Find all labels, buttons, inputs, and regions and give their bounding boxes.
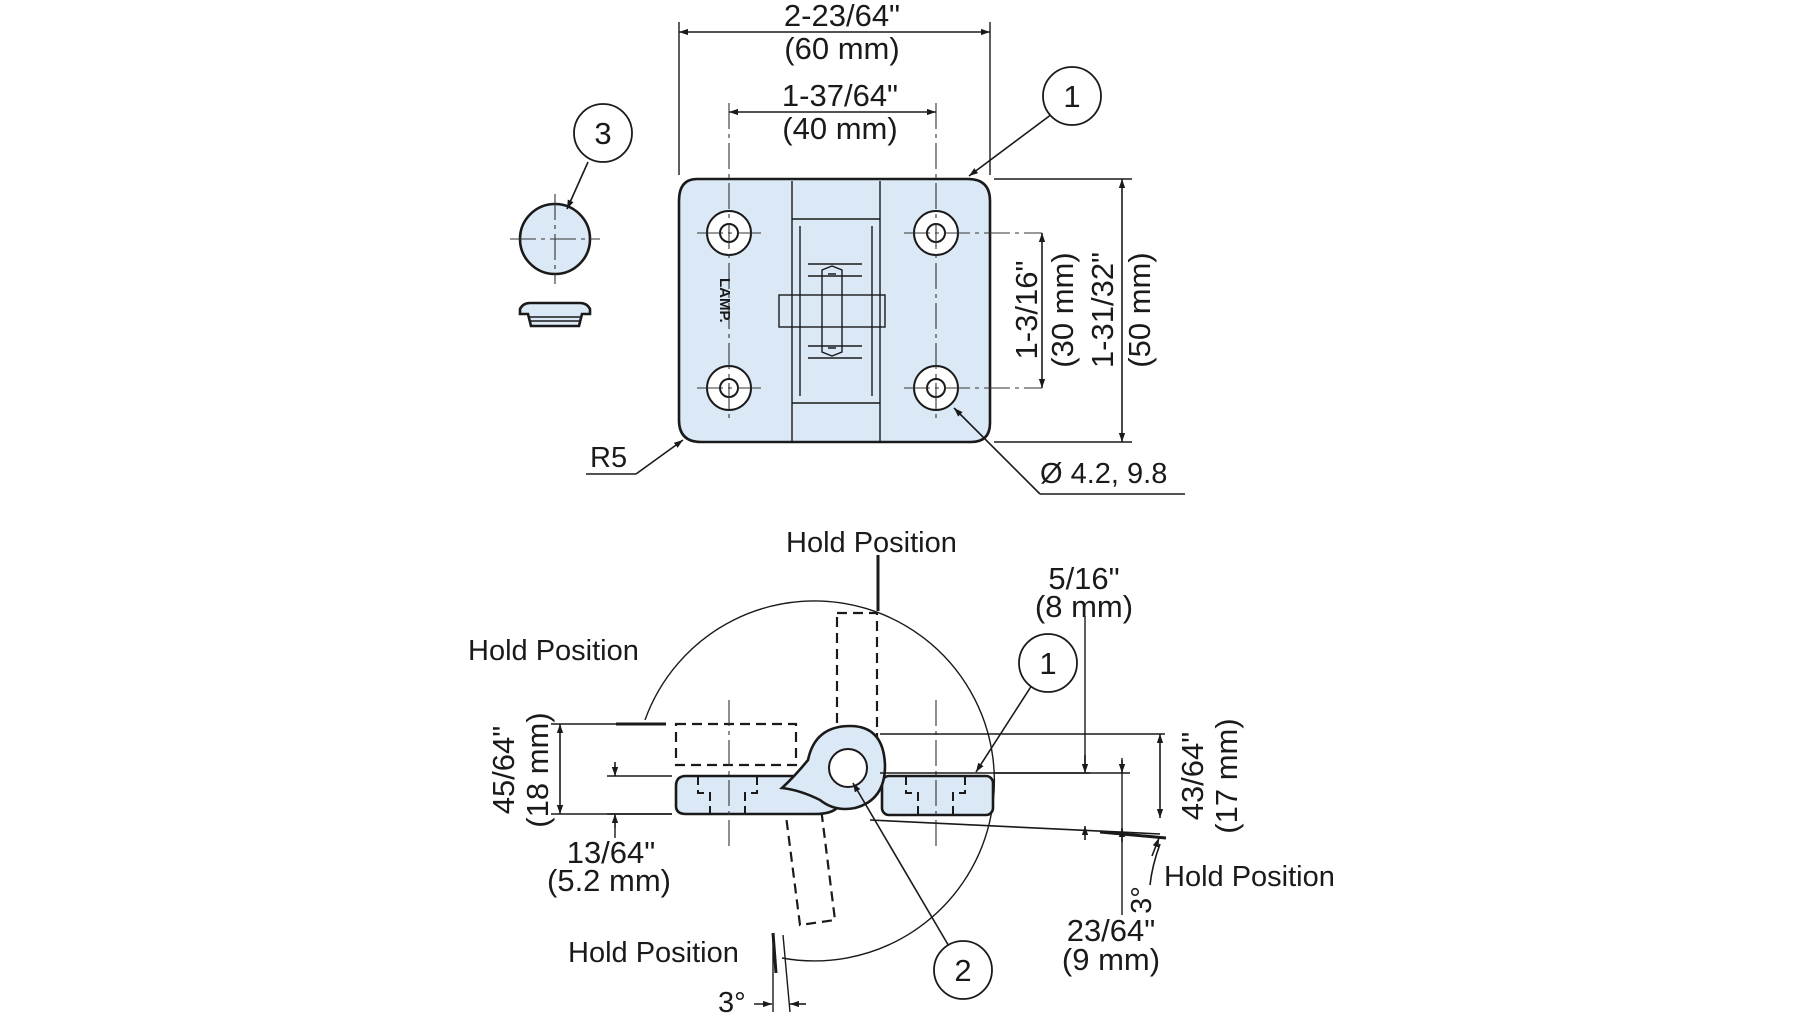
leaf-ghost-down — [783, 798, 837, 927]
hold-bottom-marker — [771, 932, 778, 974]
dim-43-64-mm: (17 mm) — [1209, 718, 1244, 833]
cap-part — [510, 194, 600, 328]
callout-2-number: 2 — [954, 953, 971, 988]
angle-bottom-label: 3° — [718, 987, 746, 1018]
extension-line — [994, 178, 1132, 443]
extension-line — [607, 775, 672, 815]
hold-left-label: Hold Position — [468, 635, 639, 667]
knuckle-inner — [799, 226, 873, 396]
hold-right-marker — [1099, 830, 1167, 840]
callout-1-number: 1 — [1063, 79, 1080, 114]
spring-detail — [808, 263, 862, 359]
spring-housing — [778, 294, 886, 328]
dim-height-mm: (50 mm) — [1122, 252, 1157, 367]
dim-hole-pitch-h-mm: (40 mm) — [782, 111, 897, 146]
leaf-ghost-up — [835, 611, 879, 742]
dim-width-mm: (60 mm) — [784, 31, 899, 66]
hole-centerline — [728, 103, 937, 422]
leaf-right-tilt — [869, 819, 1161, 835]
rotation-arc — [644, 600, 995, 962]
callout-1-bubble — [1042, 66, 1102, 126]
hinge-pin-hole — [828, 748, 868, 788]
dim-width-in: 2-23/64" — [784, 0, 900, 33]
leaf-right — [880, 774, 995, 817]
countersink-right — [905, 776, 966, 814]
angle-right-arc — [1149, 843, 1161, 886]
hold-top-label: Hold Position — [786, 527, 957, 559]
dim-45-64-mm: (18 mm) — [520, 712, 555, 827]
callout-3-bubble — [573, 103, 633, 163]
callout-1-leader — [968, 113, 1053, 177]
pin-detail — [828, 273, 836, 349]
dim-23-64-in: 23/64" — [1067, 913, 1156, 948]
countersink-left — [697, 776, 758, 814]
callout-1-side-bubble — [1018, 633, 1078, 693]
dim-13-64-mm: (5.2 mm) — [547, 863, 671, 898]
dim-5-16-in: 5/16" — [1048, 561, 1119, 596]
dim-13-64-in: 13/64" — [567, 835, 656, 870]
dim-height-in: 1-31/32" — [1085, 252, 1120, 368]
hole-dia-label: Ø 4.2, 9.8 — [1040, 458, 1167, 490]
brand-logo: LAMP. — [716, 278, 733, 323]
dim-23-64-mm: (9 mm) — [1062, 942, 1160, 977]
hold-bottom-label: Hold Position — [568, 937, 739, 969]
callout-3-number: 3 — [594, 116, 611, 151]
radius-label: R5 — [590, 442, 627, 474]
dim-43-64-in: 43/64" — [1175, 732, 1210, 821]
dim-hole-pitch-h-in: 1-37/64" — [782, 78, 898, 113]
dim-5-16-mm: (8 mm) — [1035, 589, 1133, 624]
pin-detail — [821, 265, 843, 357]
top-view: LAMP. 2-23/64" (60 mm) 1-37/64" (40 mm) … — [510, 0, 1185, 495]
callout-3-leader — [566, 161, 589, 210]
extension-line — [772, 934, 791, 1013]
extension-line — [678, 22, 991, 175]
angle-right-label: 3° — [1126, 886, 1158, 914]
dim-hole-pitch-v-in: 1-3/16" — [1009, 261, 1044, 360]
extension-line — [551, 723, 672, 815]
side-view: Hold Position Hold Position Hold Positio… — [468, 527, 1335, 1018]
dim-45-64-in: 45/64" — [486, 726, 521, 815]
hole-dia-leader — [953, 407, 1041, 495]
leaf-ghost-left — [674, 722, 798, 767]
callout-1-side-number: 1 — [1039, 646, 1056, 681]
cap-side-view — [518, 301, 592, 328]
callout-2-leader — [852, 782, 951, 949]
radius-leader — [635, 439, 684, 475]
callout-2-bubble — [933, 940, 993, 1000]
hinge-plate-outline — [677, 177, 992, 444]
dim-hole-pitch-v-mm: (30 mm) — [1045, 252, 1080, 367]
knuckle-inner — [792, 218, 880, 404]
hold-right-label: Hold Position — [1164, 861, 1335, 893]
callout-1-side-leader — [975, 684, 1033, 773]
